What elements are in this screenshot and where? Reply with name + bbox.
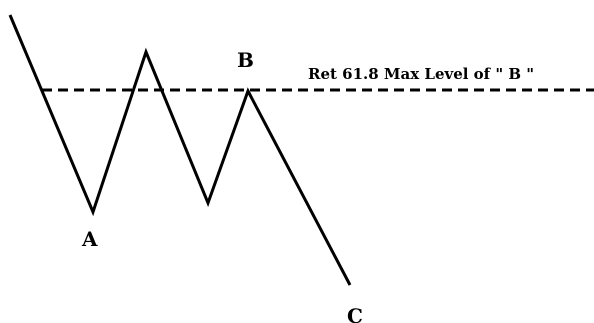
point-label-a: A [81,227,98,251]
point-label-c: C [347,304,363,323]
point-label-b: B [237,48,254,72]
retracement-level-label: Ret 61.8 Max Level of " B " [308,65,534,83]
price-wave-line [8,14,352,286]
